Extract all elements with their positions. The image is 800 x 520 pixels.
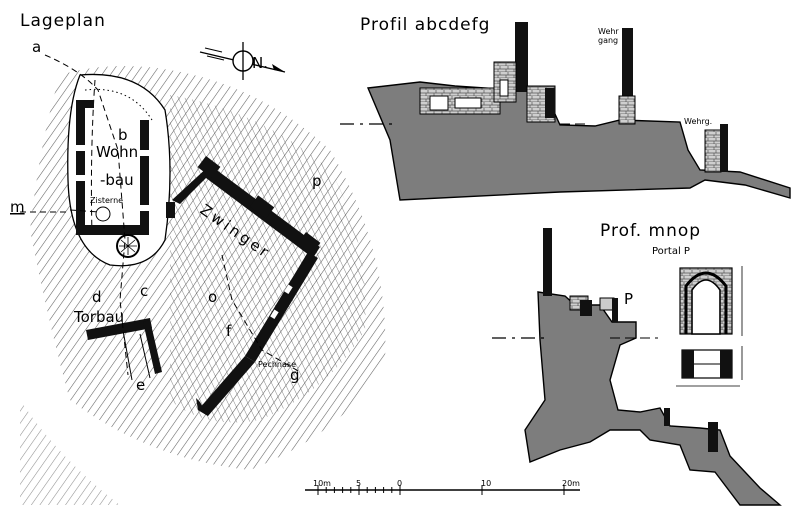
torbau-walls bbox=[86, 318, 152, 340]
profile-main-title: Profil abcdefg bbox=[360, 15, 490, 35]
zisterne-marker bbox=[95, 206, 111, 222]
label-p-profile: P bbox=[624, 290, 633, 308]
plan-title: Lageplan bbox=[20, 11, 106, 31]
scale-tick-label: 20m bbox=[562, 479, 580, 488]
profile-mnop-title: Prof. mnop bbox=[600, 221, 701, 241]
north-arrow bbox=[199, 42, 286, 80]
label-wohnbau: Wohn bbox=[96, 143, 138, 161]
scale-tick-label: 5 bbox=[356, 479, 361, 488]
scale-tick-label: 10 bbox=[481, 479, 491, 488]
label-e: e bbox=[136, 376, 145, 394]
label-b: b bbox=[118, 126, 128, 144]
label-m: m bbox=[10, 198, 25, 216]
label-wehrgang-1: Wehr bbox=[598, 27, 619, 36]
label-o: o bbox=[208, 288, 217, 306]
label-d: d bbox=[92, 288, 102, 306]
label-pechnase: Pechnase bbox=[258, 360, 296, 369]
section-line-abcdefg bbox=[44, 54, 129, 376]
label-wehrgang-2: gang bbox=[598, 36, 618, 45]
profile-mnop bbox=[492, 228, 782, 506]
profile-abcdefg bbox=[340, 22, 791, 201]
profile-tower bbox=[515, 22, 528, 92]
scale-bar bbox=[305, 485, 580, 495]
zwinger-walls bbox=[172, 165, 320, 258]
portal-detail bbox=[676, 266, 743, 387]
profile-wehrgang-tower bbox=[622, 28, 633, 124]
label-p-plan: p bbox=[312, 172, 322, 190]
wohnbau-walls bbox=[76, 100, 149, 235]
label-zisterne: Zisterne bbox=[90, 196, 123, 205]
site-plan bbox=[20, 42, 386, 505]
label-wohnbau-2: -bau bbox=[100, 171, 134, 189]
terrain-lower-left bbox=[20, 400, 120, 505]
label-c: c bbox=[140, 282, 148, 300]
label-a: a bbox=[32, 38, 41, 56]
label-wehrg: Wehrg. bbox=[684, 117, 712, 126]
label-torbau: Torbau bbox=[73, 308, 124, 326]
scale-tick-label: 0 bbox=[397, 479, 402, 488]
scale-tick-label: 10m bbox=[313, 479, 331, 488]
portal-title: Portal P bbox=[652, 246, 690, 257]
label-g: g bbox=[290, 366, 300, 384]
label-f: f bbox=[226, 322, 232, 340]
label-north: N. bbox=[252, 54, 268, 72]
